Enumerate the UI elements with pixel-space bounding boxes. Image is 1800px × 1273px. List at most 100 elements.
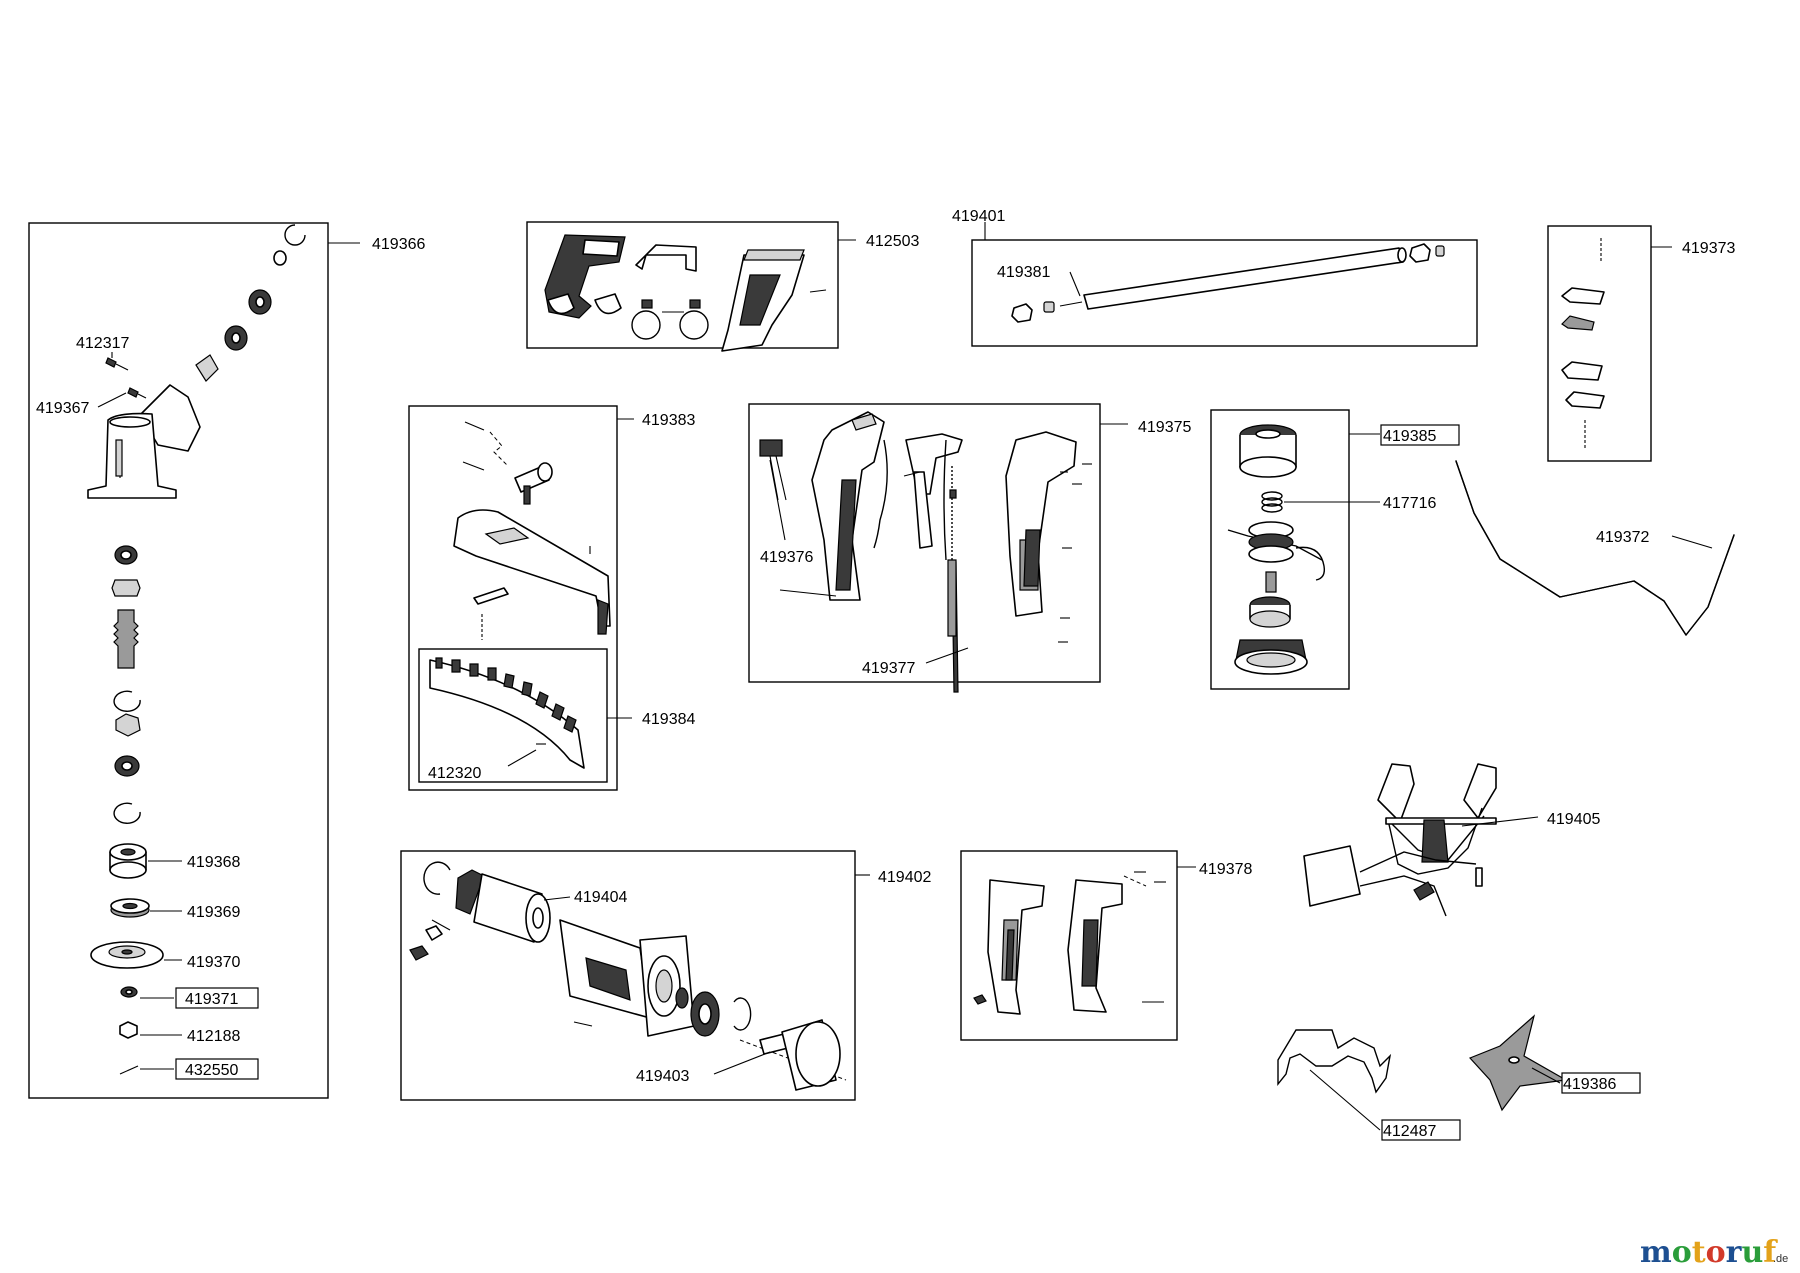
guard-clamp-icon xyxy=(514,462,553,505)
spring-icon xyxy=(947,559,957,637)
group-419401: 419401 419381 xyxy=(952,208,1478,347)
part-label-419368: 419368 xyxy=(187,854,240,871)
part-419386: 419386 xyxy=(1468,1014,1641,1112)
spring-icon xyxy=(1261,491,1283,513)
logo-letter: r xyxy=(1726,1235,1743,1270)
group-box-419402 xyxy=(400,850,856,1101)
drive-shaft-stack-icon xyxy=(111,545,141,669)
spring-icon xyxy=(1265,571,1277,593)
screw-icon xyxy=(809,289,827,293)
group-419383: 419383 419384 412320 xyxy=(408,405,695,791)
circlip-icon xyxy=(423,861,451,895)
tag-box-412487 xyxy=(1381,1119,1461,1141)
part-label-419403: 419403 xyxy=(636,1068,689,1085)
clamp-half-icon xyxy=(1561,287,1605,305)
group-419366: 419366 412317 419367 xyxy=(28,222,425,1099)
eyelet-hub-icon xyxy=(1249,596,1291,628)
handle-bracket-icon xyxy=(721,249,805,352)
bevel-gear-icon xyxy=(195,354,219,382)
group-box-419383 xyxy=(408,405,618,791)
part-label-419367: 419367 xyxy=(36,400,89,417)
group-box-419378 xyxy=(960,850,1178,1041)
part-label-419372: 419372 xyxy=(1596,529,1649,546)
part-label-419377: 419377 xyxy=(862,660,915,677)
circlip-icon xyxy=(113,802,141,824)
part-label-412503: 412503 xyxy=(866,233,919,250)
plug-icon xyxy=(1435,245,1445,257)
shaft-tube-icon xyxy=(1059,247,1407,310)
group-419373: 419373 xyxy=(1547,225,1735,462)
part-label-419370: 419370 xyxy=(187,954,240,971)
hex-nut-icon xyxy=(1409,243,1431,263)
logo-letter: t xyxy=(1692,1235,1706,1270)
part-label-419371: 419371 xyxy=(185,991,238,1008)
washer-icon xyxy=(675,987,689,1009)
group-419385: 419385 417716 xyxy=(1210,409,1460,690)
group-419375: 419375 419376 xyxy=(748,403,1191,693)
screw-icon xyxy=(573,1021,593,1027)
clutch-housing-icon xyxy=(559,919,695,1037)
loop-handle-icon xyxy=(1455,460,1735,636)
clutch-drum-icon xyxy=(759,1019,841,1091)
part-label-419385: 419385 xyxy=(1383,428,1436,445)
part-label-419404: 419404 xyxy=(574,889,627,906)
part-label-412188: 412188 xyxy=(187,1028,240,1045)
grass-guard-icon xyxy=(453,509,611,635)
part-label-419402: 419402 xyxy=(878,869,931,886)
part-label-419401: 419401 xyxy=(952,208,1005,225)
logo-letter: m xyxy=(1640,1235,1672,1270)
bracket-icon xyxy=(473,587,509,605)
hex-nut-icon xyxy=(1011,303,1033,323)
logo-letter: u xyxy=(1741,1235,1763,1270)
group-419402: 419402 419404 xyxy=(400,850,931,1101)
guard-bracket-icon xyxy=(1277,1029,1392,1094)
switch-icon xyxy=(759,439,787,501)
safety-cup-icon xyxy=(90,941,164,969)
part-label-419378: 419378 xyxy=(1199,861,1252,878)
handle-half-icon xyxy=(987,879,1045,1015)
thrust-collar-icon xyxy=(109,843,147,879)
shoulder-harness-icon xyxy=(1303,763,1497,917)
handle-half-icon xyxy=(811,411,885,601)
tag-box-432550 xyxy=(175,1058,259,1080)
part-label-419383: 419383 xyxy=(642,412,695,429)
screw-icon xyxy=(105,357,117,368)
group-419378: 419378 xyxy=(960,850,1252,1041)
circlip-icon xyxy=(284,224,306,246)
screw-icon xyxy=(464,421,485,431)
group-box-419373 xyxy=(1547,225,1652,462)
part-label-417716: 417716 xyxy=(1383,495,1436,512)
spool-cover-icon xyxy=(1239,424,1297,478)
nut-icon xyxy=(115,713,141,737)
screw-icon xyxy=(127,387,139,398)
logo-letter: o xyxy=(1672,1235,1692,1270)
flange-washer-icon xyxy=(110,898,150,918)
part-label-419405: 419405 xyxy=(1547,811,1600,828)
plug-icon xyxy=(1043,301,1055,313)
clamp-half-icon xyxy=(1561,361,1603,381)
nut-icon xyxy=(425,925,443,941)
spool-housing-icon xyxy=(1234,639,1308,675)
cable-icon xyxy=(873,439,888,549)
handle-half-icon xyxy=(1067,879,1123,1013)
svg-text:motoruf: motoruf xyxy=(1640,1235,1778,1270)
part-label-419369: 419369 xyxy=(187,904,240,921)
bearing-icon xyxy=(690,991,720,1037)
gear-housing-icon xyxy=(87,384,201,499)
clamp-icon xyxy=(631,244,709,340)
handle-half-icon xyxy=(1005,431,1077,617)
group-box-419401 xyxy=(971,239,1478,347)
throttle-rod-icon xyxy=(943,439,947,561)
circlip-icon xyxy=(733,997,752,1031)
logo-suffix: .de xyxy=(1773,1253,1788,1265)
part-label-419375: 419375 xyxy=(1138,419,1191,436)
tag-box-419385 xyxy=(1380,424,1460,446)
washer-icon xyxy=(273,250,287,266)
cutting-blade-strip-icon xyxy=(429,657,585,769)
clutch-drum-coupling-icon xyxy=(455,869,551,943)
brush-blade-icon xyxy=(1468,1014,1568,1112)
part-label-412487: 412487 xyxy=(1383,1123,1436,1140)
loop-handle-419372: 419372 xyxy=(1455,460,1735,636)
part-label-419386: 419386 xyxy=(1563,1076,1616,1093)
screw-icon xyxy=(409,945,429,961)
